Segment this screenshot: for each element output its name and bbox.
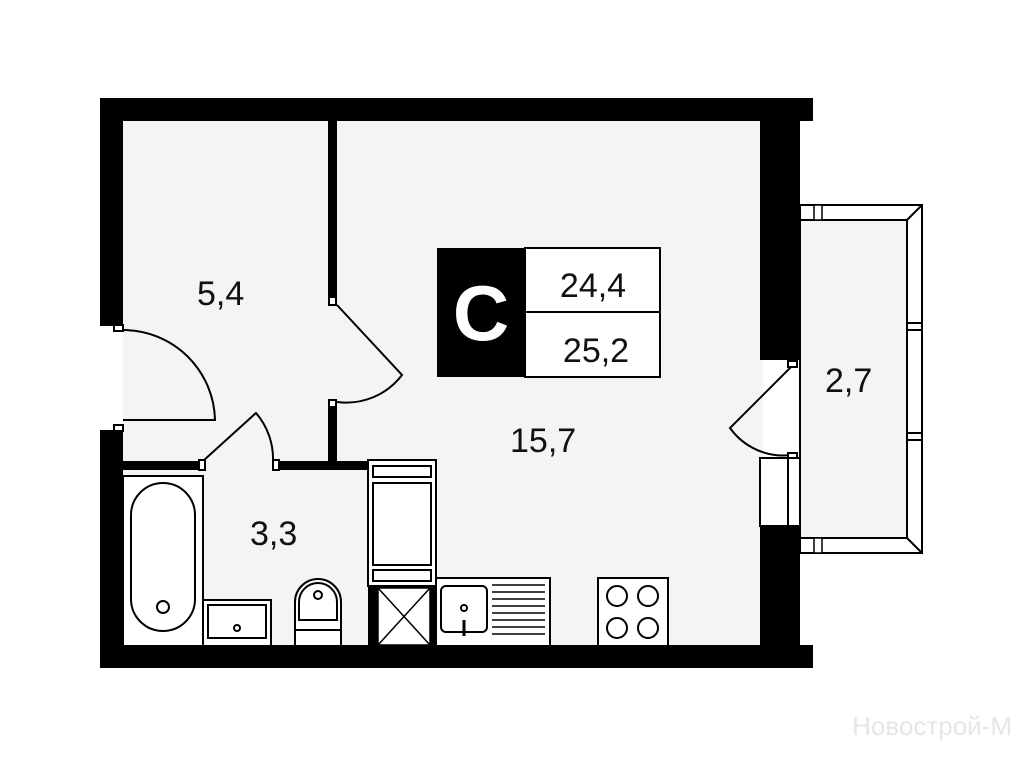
kitchen-sink [435,577,551,647]
washbasin [202,599,272,647]
refrigerator [367,459,437,587]
bathtub [122,475,204,647]
stove [597,577,669,647]
total-area: 25,2 [563,332,629,370]
room-area-balcony: 2,7 [825,362,872,400]
room-area-hallway: 5,4 [197,275,244,313]
living-area: 24,4 [560,267,626,305]
toilet [294,578,342,647]
walls [100,98,813,668]
floor [123,121,763,646]
room-area-bathroom: 3,3 [250,515,297,553]
apartment-type-letter: С [453,269,509,357]
doors [113,296,801,527]
apartment-summary: С 24,4 25,2 [437,247,661,378]
watermark: Новострой-М [852,711,1012,741]
ventilation-shaft [368,586,436,646]
balcony [799,204,923,554]
room-area-living-room: 15,7 [510,422,576,460]
